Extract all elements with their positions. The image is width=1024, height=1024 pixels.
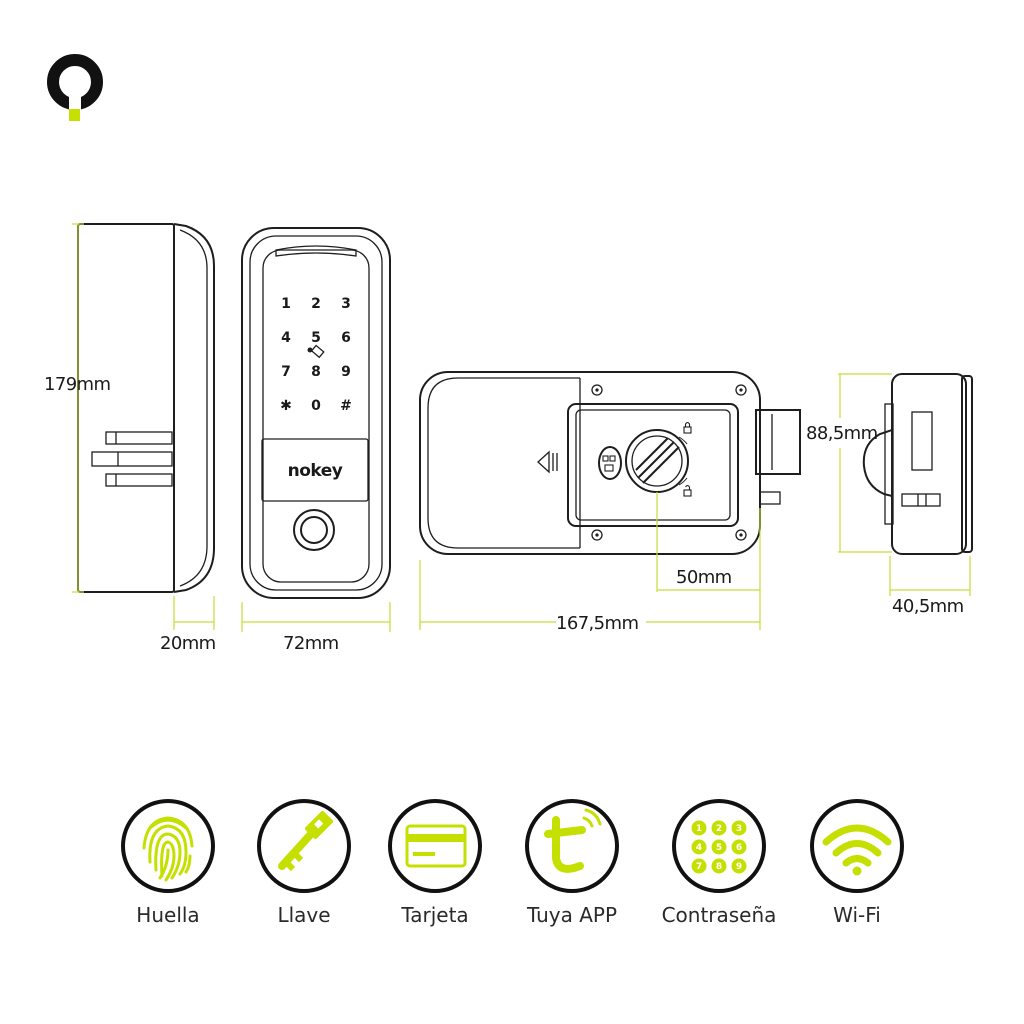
svg-text:5: 5 xyxy=(716,843,722,853)
mode-button[interactable] xyxy=(598,446,622,480)
lock-height-dimension: 88,5mm xyxy=(806,423,878,444)
feature-label-tuya-app: Tuya APP xyxy=(526,903,617,927)
key-star[interactable]: ✱ xyxy=(280,398,292,414)
feature-label-huella: Huella xyxy=(136,903,199,927)
brand-logo: nokey xyxy=(288,461,343,481)
svg-text:2: 2 xyxy=(716,824,722,834)
keypad-icon: 1 2 3 4 5 6 7 8 9 xyxy=(691,820,747,874)
svg-text:1: 1 xyxy=(696,824,702,834)
backset-dimension: 50mm xyxy=(676,567,732,588)
card-reader-icon xyxy=(307,344,325,359)
feature-contrasena: 1 2 3 4 5 6 7 8 9 xyxy=(672,799,766,893)
key-7[interactable]: 7 xyxy=(281,364,291,380)
feature-huella xyxy=(121,799,215,893)
svg-text:4: 4 xyxy=(696,843,702,853)
svg-text:9: 9 xyxy=(736,862,742,872)
key-6[interactable]: 6 xyxy=(341,330,351,346)
card-icon xyxy=(405,824,467,868)
feature-llave xyxy=(257,799,351,893)
fingerprint-icon xyxy=(142,816,194,882)
key-3[interactable]: 3 xyxy=(341,296,351,312)
key-icon xyxy=(278,810,334,872)
feature-tarjeta xyxy=(388,799,482,893)
depth-dimension: 20mm xyxy=(160,633,216,654)
key-1[interactable]: 1 xyxy=(281,296,291,312)
lock-body-view: 50mm 167,5mm xyxy=(419,371,801,634)
unlocked-indicator-icon xyxy=(678,477,692,497)
fingerprint-sensor-icon[interactable] xyxy=(293,509,335,551)
lock-length-dimension: 167,5mm xyxy=(556,613,638,634)
width-dimension: 72mm xyxy=(283,633,339,654)
svg-text:8: 8 xyxy=(716,862,722,872)
slide-arrow-icon xyxy=(537,450,558,474)
key-8[interactable]: 8 xyxy=(311,364,321,380)
front-view: 1 2 3 4 5 6 7 8 9 ✱ 0 # nokey 72m xyxy=(241,227,391,654)
key-0[interactable]: 0 xyxy=(311,398,321,414)
tuya-app-icon xyxy=(544,808,602,873)
feature-label-wifi: Wi-Fi xyxy=(833,903,881,927)
key-2[interactable]: 2 xyxy=(311,296,321,312)
feature-tuya-app xyxy=(525,799,619,893)
key-9[interactable]: 9 xyxy=(341,364,351,380)
key-4[interactable]: 4 xyxy=(281,330,291,346)
feature-label-contrasena: Contraseña xyxy=(662,903,777,927)
keypad: 1 2 3 4 5 6 7 8 9 ✱ 0 # xyxy=(280,296,352,414)
locked-indicator-icon xyxy=(678,421,692,445)
feature-label-llave: Llave xyxy=(277,903,330,927)
q-logo-icon xyxy=(47,54,103,121)
wifi-icon xyxy=(822,824,892,867)
lock-side-view: 88,5mm 40,5mm xyxy=(806,373,973,617)
thumb-turn-knob[interactable] xyxy=(625,429,689,493)
svg-text:6: 6 xyxy=(736,843,742,853)
side-view: 179mm 20mm xyxy=(44,223,216,654)
height-dimension: 179mm xyxy=(44,374,110,395)
key-5[interactable]: 5 xyxy=(311,330,321,346)
feature-wifi xyxy=(810,799,904,893)
feature-label-tarjeta: Tarjeta xyxy=(400,903,468,927)
lock-depth-dimension: 40,5mm xyxy=(892,596,964,617)
key-hash[interactable]: # xyxy=(340,398,352,414)
svg-text:7: 7 xyxy=(696,862,702,872)
svg-text:3: 3 xyxy=(736,824,742,834)
